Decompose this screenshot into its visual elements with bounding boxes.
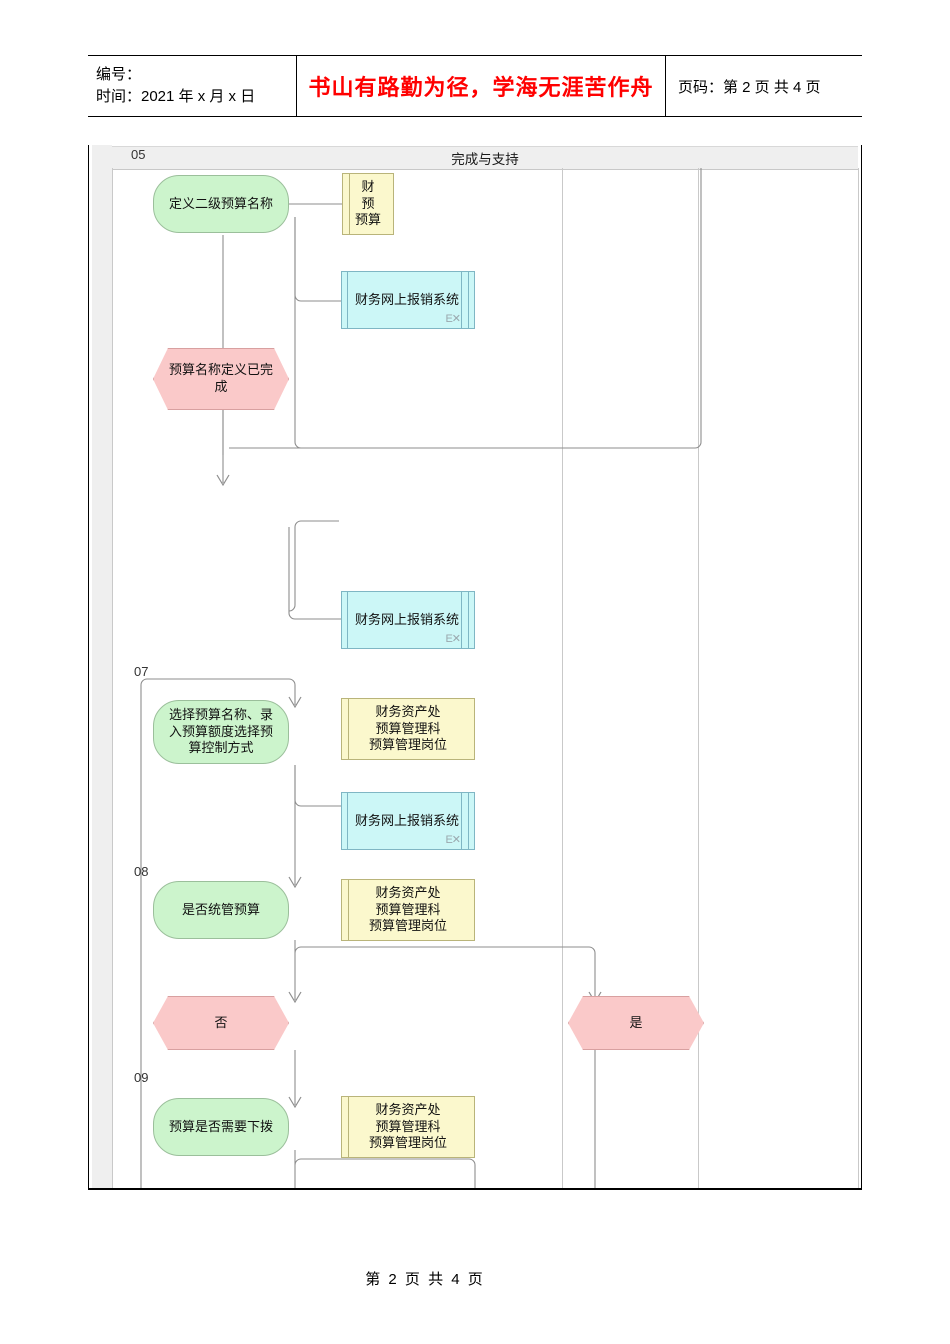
node-label: 是否统管预算 (181, 901, 260, 917)
node-decision-no[interactable]: 否 (153, 996, 289, 1050)
node-label: 财务网上报销系统 (354, 812, 459, 828)
header-cell-slogan: 书山有路勤为径，学海无涯苦作舟 (296, 56, 666, 116)
system-border-right-inner (461, 592, 462, 648)
node-decision-yes[interactable]: 是 (568, 996, 704, 1050)
node-label-line3: 预算管理岗位 (368, 737, 447, 753)
page-footer: 第 2 页 共 4 页 (0, 1268, 950, 1289)
system-corner-icon: E✕ (445, 312, 461, 325)
node-label: 财务网上报销系统 (354, 611, 459, 627)
step-number-09: 09 (134, 1070, 149, 1085)
node-role-clipped[interactable]: 财 预 预算 (342, 173, 394, 235)
node-system-online-reimbursement-2[interactable]: 财务网上报销系统 E✕ (341, 591, 475, 649)
lane-divider-4 (858, 168, 859, 1188)
system-border-right-outer (468, 793, 469, 849)
node-label: 财务网上报销系统 (354, 291, 459, 307)
node-label: 预算名称定义已完成 (168, 362, 273, 394)
system-border-right-outer (468, 272, 469, 328)
node-label-line1: 财务资产处 (375, 884, 441, 900)
node-label: 预算是否需要下拨 (168, 1118, 273, 1134)
header-doc-number: 编号： (96, 66, 142, 84)
node-label: 否 (214, 1014, 228, 1030)
swimlane-number: 05 (131, 147, 146, 162)
node-label-line3: 预算 (354, 212, 381, 228)
header-cell-pagination: 页码：第 2 页 共 4 页 (666, 56, 862, 116)
node-label-line3: 预算管理岗位 (368, 918, 447, 934)
left-margin-band (92, 145, 112, 1188)
node-label-line1: 财务资产处 (375, 703, 441, 719)
system-corner-icon: E✕ (445, 632, 461, 645)
node-label: 选择预算名称、录入预算额度选择预算控制方式 (168, 706, 273, 756)
lane-divider-2 (562, 168, 563, 1188)
node-role-finance-asset-dept-2[interactable]: 财务资产处 预算管理科 预算管理岗位 (341, 879, 475, 941)
node-label-line1: 财 (361, 178, 375, 194)
node-label-line2: 预算管理科 (375, 720, 441, 736)
node-system-online-reimbursement-3[interactable]: 财务网上报销系统 E✕ (341, 792, 475, 850)
node-label-line2: 预算管理科 (375, 901, 441, 917)
node-process-select-budget-and-control[interactable]: 选择预算名称、录入预算额度选择预算控制方式 (153, 700, 289, 764)
system-border-left (347, 272, 348, 328)
node-label: 是 (629, 1014, 643, 1030)
node-decision-budget-name-defined[interactable]: 预算名称定义已完成 (153, 348, 289, 410)
system-border-right-inner (461, 272, 462, 328)
header-slogan: 书山有路勤为径，学海无涯苦作舟 (308, 75, 654, 101)
node-label: 定义二级预算名称 (168, 195, 273, 211)
step-number-07: 07 (134, 664, 149, 679)
node-system-online-reimbursement-1[interactable]: 财务网上报销系统 E✕ (341, 271, 475, 329)
system-border-left (347, 793, 348, 849)
system-border-left (347, 592, 348, 648)
node-process-define-budget-name[interactable]: 定义二级预算名称 (153, 175, 289, 233)
step-number-08: 08 (134, 864, 149, 879)
node-process-is-unified-budget[interactable]: 是否统管预算 (153, 881, 289, 939)
swimlane-title: 完成与支持 (451, 152, 519, 167)
node-label-line3: 预算管理岗位 (368, 1135, 447, 1151)
lane-divider-3 (698, 168, 699, 1188)
header-cell-meta: 编号： 时间：2021 年 x 月 x 日 (88, 56, 296, 116)
header-page-label: 页码：第 2 页 共 4 页 (678, 78, 821, 96)
header-doc-date: 时间：2021 年 x 月 x 日 (96, 88, 256, 105)
node-label-line2: 预 (361, 195, 375, 211)
page-header-table: 编号： 时间：2021 年 x 月 x 日 书山有路勤为径，学海无涯苦作舟 页码… (88, 55, 862, 117)
footer-page-text: 第 2 页 共 4 页 (365, 1271, 485, 1288)
flowchart-frame: 完成与支持 05 (88, 145, 862, 1190)
flowchart-canvas: 完成与支持 05 (89, 145, 859, 1188)
node-role-finance-asset-dept-1[interactable]: 财务资产处 预算管理科 预算管理岗位 (341, 698, 475, 760)
system-border-right-outer (468, 592, 469, 648)
system-corner-icon: E✕ (445, 833, 461, 846)
swimlane-header: 完成与支持 (112, 146, 858, 170)
node-role-finance-asset-dept-3[interactable]: 财务资产处 预算管理科 预算管理岗位 (341, 1096, 475, 1158)
node-label-line2: 预算管理科 (375, 1118, 441, 1134)
node-process-budget-needs-allocation[interactable]: 预算是否需要下拨 (153, 1098, 289, 1156)
node-label-line1: 财务资产处 (375, 1101, 441, 1117)
lane-divider-1 (112, 168, 113, 1188)
system-border-right-inner (461, 793, 462, 849)
